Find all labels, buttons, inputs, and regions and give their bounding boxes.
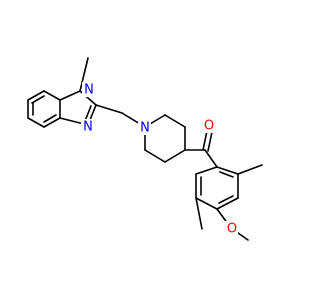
carbonyl-double-bond bbox=[207, 131, 213, 152]
methyl-bond bbox=[79, 57, 89, 92]
bond bbox=[27, 90, 45, 101]
atom-label-background bbox=[202, 118, 215, 133]
nitrogen-atom-label: N bbox=[84, 83, 94, 98]
carbonyl-double-bond bbox=[202, 130, 208, 151]
bond bbox=[59, 90, 81, 101]
bond bbox=[164, 114, 186, 128]
double-bond-inner bbox=[84, 105, 92, 122]
bond bbox=[195, 197, 218, 210]
double-bond-inner bbox=[31, 95, 45, 104]
atom-n-piperidine: N bbox=[138, 120, 151, 136]
atom-label-background bbox=[82, 82, 95, 97]
atom-label-background bbox=[81, 119, 94, 134]
bond bbox=[204, 149, 218, 168]
oxygen-atom-label: O bbox=[204, 119, 214, 134]
bond bbox=[164, 149, 186, 163]
bond bbox=[216, 166, 239, 175]
methyl-bond bbox=[237, 164, 263, 175]
aryl-ring bbox=[195, 164, 263, 241]
bond bbox=[27, 117, 45, 128]
bond bbox=[216, 197, 239, 210]
double-bond-inner bbox=[218, 195, 234, 204]
oxygen-atom-label: O bbox=[227, 222, 237, 237]
methylene-linker-bond bbox=[95, 104, 123, 114]
piperidine-ring bbox=[144, 114, 186, 163]
atom-label-background bbox=[138, 120, 151, 135]
methyl-bond bbox=[195, 197, 203, 230]
bond bbox=[195, 166, 218, 175]
atom-o-ketone: O bbox=[202, 118, 215, 134]
nitrogen-atom-label: N bbox=[83, 120, 93, 135]
atom-n-imine: N bbox=[81, 119, 94, 135]
atom-o-methoxy: O bbox=[225, 221, 238, 237]
bond bbox=[43, 90, 61, 101]
atom-label-background bbox=[225, 221, 238, 236]
atom-n-methyl: N bbox=[82, 82, 95, 98]
molecule-structure-diagram: N N N O O bbox=[27, 57, 263, 241]
ketone-group bbox=[184, 130, 218, 168]
nitrogen-atom-label: N bbox=[140, 121, 150, 136]
double-bond-inner bbox=[43, 114, 57, 123]
benzimidazole-benzene-ring bbox=[27, 90, 61, 128]
double-bond-inner bbox=[219, 171, 234, 178]
bond bbox=[144, 149, 166, 163]
bond bbox=[43, 117, 61, 128]
